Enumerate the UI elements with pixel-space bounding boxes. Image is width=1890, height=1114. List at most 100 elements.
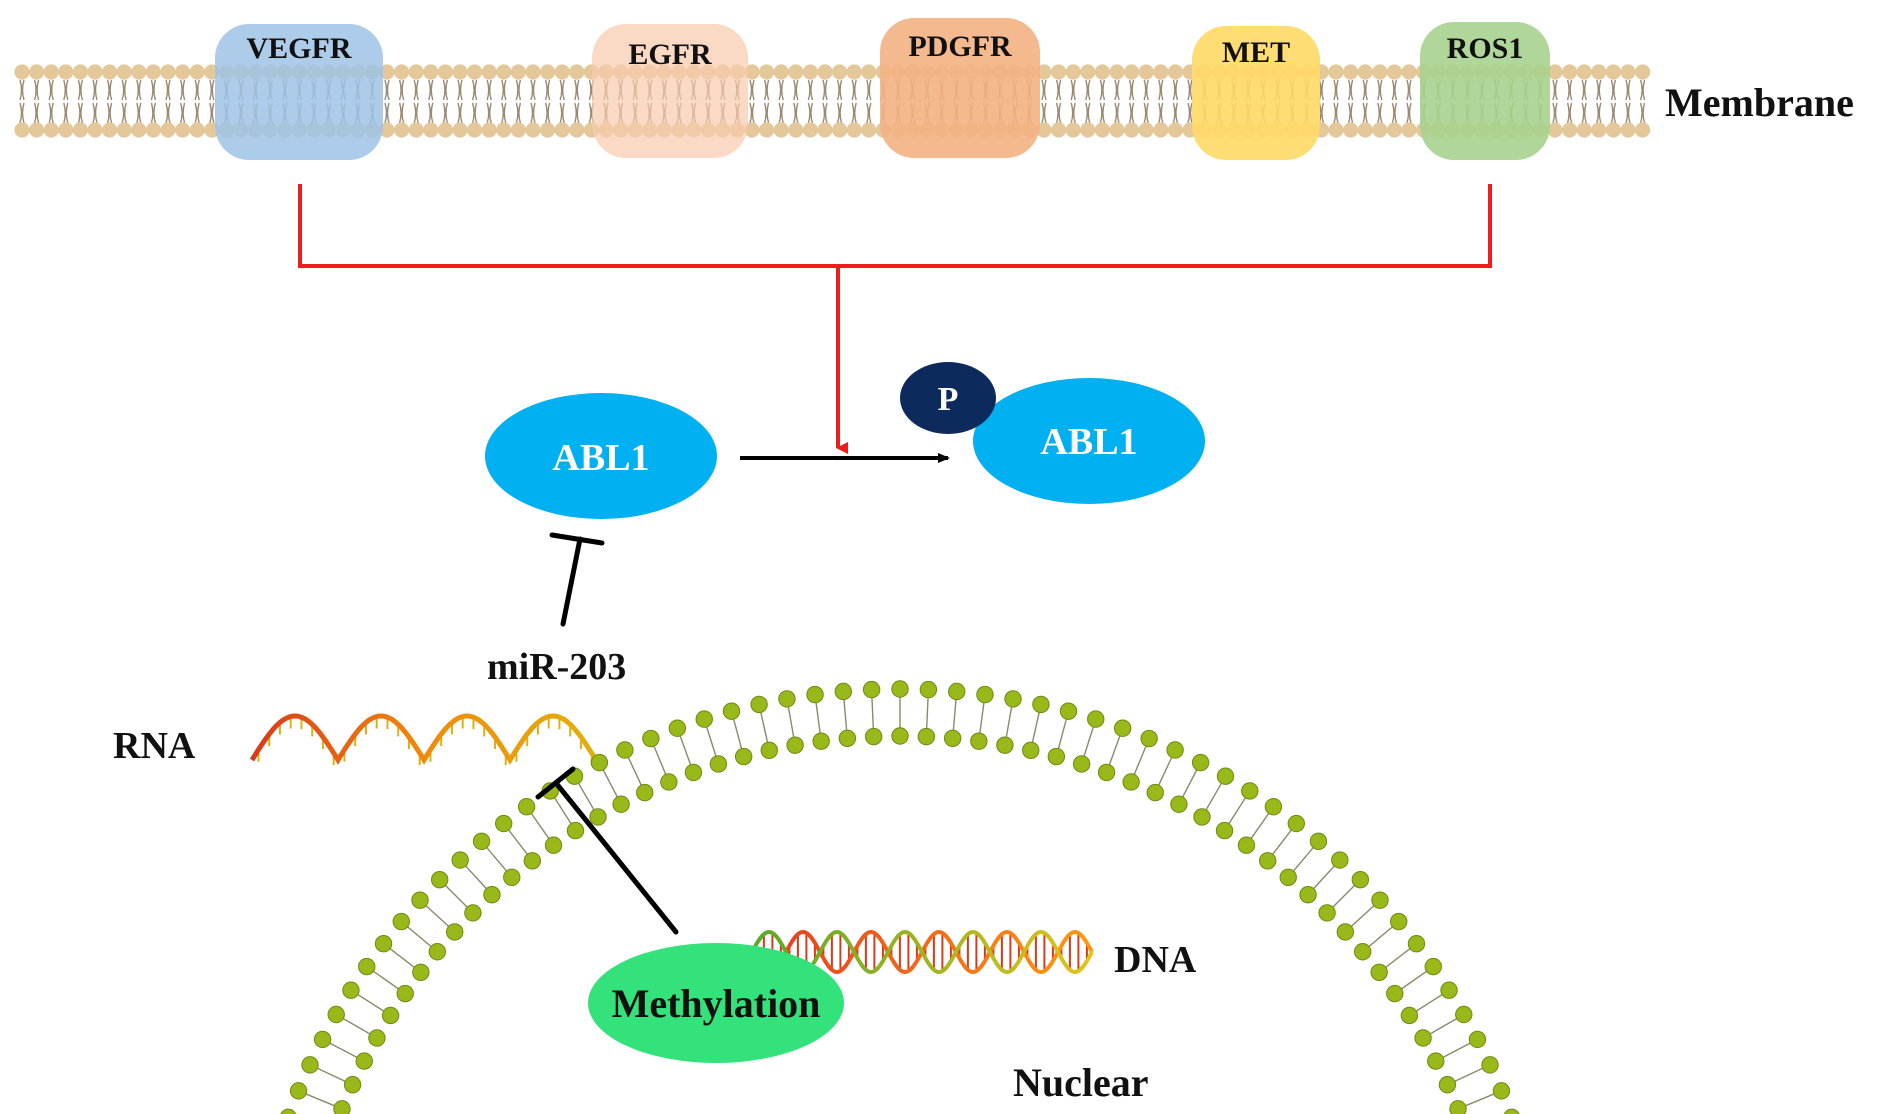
membrane-lipid-tail [136,79,142,101]
membrane-lipid-tail [1128,79,1135,101]
nuclear-lipid-head [1287,814,1306,833]
membrane-lipid-tail [1172,79,1179,101]
membrane-lipid-head [72,64,88,80]
nuclear-lipid-head [392,912,411,931]
membrane-lipid-tail [1333,79,1339,101]
membrane-lipid-head [28,64,45,80]
membrane-lipid-head [1386,64,1402,80]
membrane-lipid-tail [48,102,54,124]
phospho-abl1-node-label: ABL1 [1040,421,1137,463]
nuclear-lipid-head [1258,852,1277,870]
membrane-lipid-tail [1610,102,1617,124]
nuclear-lipid-head [1113,719,1132,737]
nuclear-lipid-tail [1291,845,1316,874]
nuclear-lipid-head [517,798,536,816]
nuclear-lipid-head [1370,963,1388,982]
nuclear-lipid-head [1032,695,1050,714]
nuclear-lipid-tail [1132,743,1148,777]
nuclear-lipid-head [313,1030,332,1049]
membrane-lipid-head [554,64,570,80]
nuclear-lipid-tail [371,969,401,991]
membrane-lipid-head [14,122,30,138]
nuclear-lipid-head [1087,710,1105,728]
methylation-inhibition-line [553,780,679,935]
nuclear-lipid-tail [1452,1066,1485,1083]
nuclear-lipid-head [1264,798,1283,816]
nuclear-lipid-head [472,832,491,851]
nuclear-lipid-head [1193,808,1211,826]
membrane-lipid-tail [793,102,799,124]
nuclear-lipid-tail [678,733,693,768]
rna-label: RNA [113,725,196,767]
membrane-lipid-tail [822,102,828,124]
membrane-lipid-tail [1187,102,1193,124]
membrane-lipid-tail [106,79,113,101]
nuclear-lipid-tail [552,795,573,826]
receptor-ros1-label: ROS1 [1447,32,1524,65]
membrane-lipid-tail [866,79,872,101]
nuclear-lipid-tail [1005,704,1013,740]
nuclear-lipid-head [412,963,430,982]
membrane-lipid-tail [1085,79,1091,101]
nuclear-lipid-tail [1311,863,1337,891]
membrane-lipid-head [189,122,205,138]
membrane-lipid-head [496,64,512,80]
membrane-lipid-tail [851,102,857,124]
membrane-lipid-head [58,122,74,138]
membrane-lipid-head [540,64,556,80]
membrane-lipid-tail [428,102,434,124]
membrane-lipid-head [1591,122,1607,138]
membrane-lipid-head [525,122,541,138]
nuclear-lipid-tail [327,1041,360,1059]
membrane-lipid-tail [530,102,536,124]
mir203-label: miR-203 [487,646,626,688]
membrane-lipid-head [1094,122,1110,138]
membrane-lipid-tail [559,102,565,124]
nuclear-lipid-head [806,685,824,704]
membrane-lipid-tail [398,79,405,101]
receptor-pdgfr-body [880,18,1040,158]
membrane-lipid-head [131,122,147,138]
membrane-lipid-tail [1552,102,1558,124]
membrane-lipid-head [379,64,395,80]
membrane-lipid-head [1343,122,1359,138]
nuclear-lipid-tail [815,700,822,736]
membrane-lipid-tail [793,79,799,101]
membrane-lipid-head [569,64,585,80]
membrane-lipid-tail [1596,79,1602,101]
nuclear-lipid-head [1318,904,1336,922]
membrane-lipid-tail [1099,79,1106,101]
membrane-lipid-head [437,64,453,80]
nuclear-lipid-head [1170,795,1188,813]
membrane-lipid-head [1605,122,1621,138]
membrane-lipid-head [481,64,497,80]
nuclear-lipid-tail [387,946,417,970]
nuclear-lipid-tail [341,1016,373,1036]
membrane-lipid-head [1167,122,1183,138]
membrane-lipid-head [102,64,118,80]
nuclear-lipid-head [566,821,585,840]
nuclear-lipid-head [948,682,966,701]
membrane-lipid-tail [1041,79,1047,101]
membrane-lipid-tail [471,102,478,124]
nuclear-lipid-head [396,984,414,1003]
membrane-lipid-head [802,122,819,138]
nuclear-lipid-head [1309,832,1328,851]
nuclear-lipid-head [411,891,429,909]
membrane-lipid-head [394,64,410,80]
membrane-lipid-tail [209,102,215,124]
membrane-lipid-tail [1596,102,1602,124]
nuclear-lipid-tail [355,992,386,1013]
nuclear-lipid-head [612,795,630,813]
nuclear-lipid-head [280,1108,297,1114]
membrane-lipid-head [437,122,453,138]
nuclear-lipid-head [838,729,857,747]
nuclear-lipid-head [917,727,936,746]
nuclear-lipid-tail [1107,733,1122,768]
nuclear-lipid-head [778,690,796,708]
nuclear-lipid-head [1503,1108,1520,1114]
membrane-lipid-tail [398,102,405,124]
nuclear-lipid-head [445,923,464,941]
membrane-lipid-tail [1055,102,1062,124]
